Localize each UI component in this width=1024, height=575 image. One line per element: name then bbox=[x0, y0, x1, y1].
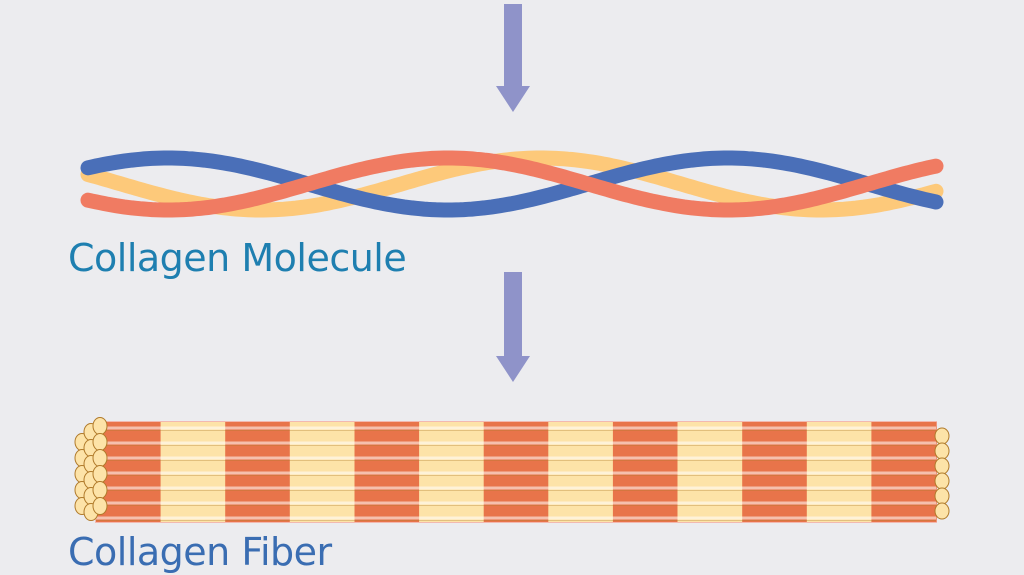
collagen-fiber-bundle bbox=[74, 417, 950, 523]
red-strand bbox=[80, 150, 944, 218]
blue-strand bbox=[80, 150, 944, 218]
collagen-fiber-label: Collagen Fiber bbox=[68, 530, 332, 574]
fiber-cross-section bbox=[74, 417, 108, 521]
arrow-middle bbox=[496, 272, 530, 382]
arrow-top bbox=[496, 4, 530, 112]
collagen-molecule-label: Collagen Molecule bbox=[68, 236, 407, 280]
triple-helix bbox=[80, 150, 944, 218]
